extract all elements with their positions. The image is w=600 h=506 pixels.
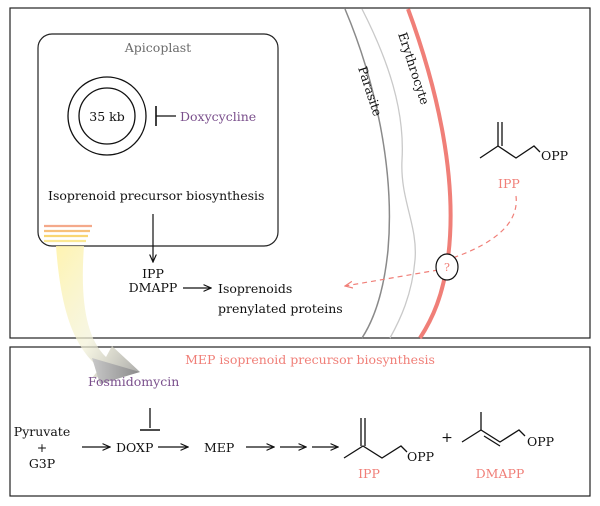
genome-inner-ring (78, 87, 136, 145)
ipp-label: IPP (142, 266, 164, 281)
transporter-circle (435, 253, 459, 281)
dmapp-structure (461, 412, 526, 447)
ipp-import-arrow (345, 269, 439, 286)
dmapp-label: DMAPP (129, 280, 178, 295)
apicoplast-to-pathway-arrow (56, 246, 140, 378)
doxp-label: DOXP (116, 440, 153, 455)
parasite-label: Parasite (355, 64, 385, 118)
transporter-label: ? (444, 261, 450, 274)
pyruvate-label: Pyruvate (14, 424, 70, 439)
fosmidomycin-label: Fosmidomycin (88, 374, 179, 389)
bottom-panel-title: MEP isoprenoid precursor biosynthesis (185, 352, 435, 367)
ipp-top-opp-label: OPP (541, 148, 568, 163)
plus2-label: + (441, 430, 453, 446)
apicoplast-to-pathway-arrowhead (92, 358, 140, 384)
apicoplast-label: Apicoplast (124, 40, 191, 55)
ipp-bottom-opp-label: OPP (407, 449, 434, 464)
apicoplast-highlight-stripes (44, 224, 92, 243)
ipp-structure-top (479, 122, 541, 159)
dmapp-label: DMAPP (476, 466, 525, 481)
bottom-panel-frame (9, 346, 591, 497)
mep-label: MEP (204, 440, 234, 455)
isoprenoids-label: Isoprenoids (218, 281, 292, 296)
apicoplast-box (37, 33, 279, 247)
dmapp-opp-label: OPP (527, 434, 554, 449)
top-panel-frame (9, 7, 591, 339)
ipp-structure-bottom (343, 418, 408, 459)
doxycycline-label: Doxycycline (180, 109, 256, 124)
ipp-bottom-label: IPP (358, 466, 380, 481)
genome-outer-ring (67, 76, 147, 156)
biosynthesis-label: Isoprenoid precursor biosynthesis (48, 188, 264, 203)
parasite-inner-membrane (361, 8, 416, 339)
erythrocyte-membrane (406, 8, 453, 340)
ipp-top-label: IPP (498, 176, 520, 191)
plus-label: + (37, 440, 47, 455)
g3p-label: G3P (29, 456, 55, 471)
prenylated-proteins-label: prenylated proteins (218, 301, 343, 316)
ipp-import-path (439, 195, 517, 263)
parasite-outer-membrane (344, 8, 391, 339)
genome-label: 35 kb (89, 109, 124, 124)
